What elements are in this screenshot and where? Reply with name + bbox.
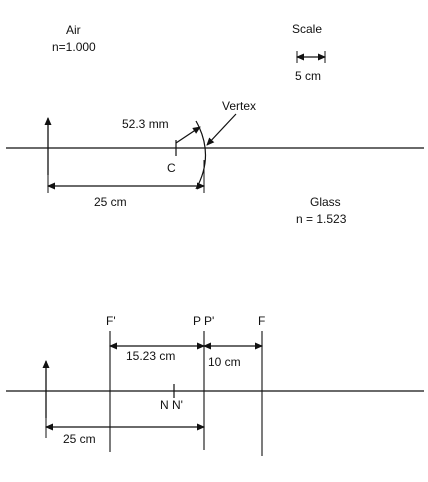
radius-label: 52.3 mm (122, 117, 169, 131)
top-panel: Air n=1.000 Scale 5 cm Vertex 52.3 mm C … (6, 22, 424, 226)
bottom-panel: F' P P' F 15.23 cm 10 cm N N' 25 cm (6, 314, 424, 456)
f-label: F (258, 314, 265, 328)
radius-arrow (175, 126, 201, 144)
vertex-pointer (206, 113, 237, 146)
p-label: P (193, 314, 201, 328)
medium2-index: n = 1.523 (296, 212, 347, 226)
focal-distance-label: 10 cm (208, 355, 241, 369)
nodal-points-label: N N' (160, 398, 183, 412)
medium1-index: n=1.000 (52, 40, 96, 54)
p-prime-label: P' (204, 314, 214, 328)
object-distance-label-bottom: 25 cm (63, 432, 96, 446)
fp-distance-label: 15.23 cm (126, 349, 175, 363)
f-prime-label: F' (106, 314, 116, 328)
center-label: C (167, 161, 176, 175)
vertex-label: Vertex (222, 99, 256, 113)
scale-value: 5 cm (295, 69, 321, 83)
object-distance-label-top: 25 cm (94, 195, 127, 209)
medium1-name: Air (66, 23, 81, 37)
scale-label: Scale (292, 22, 322, 36)
medium2-name: Glass (310, 195, 341, 209)
